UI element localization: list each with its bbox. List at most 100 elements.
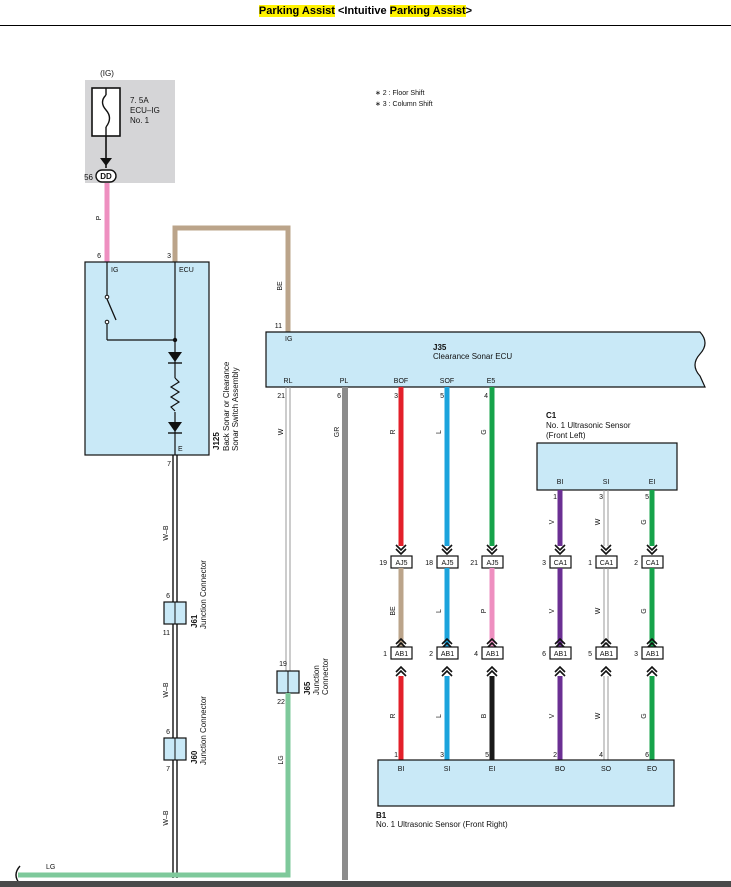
j35-term-bof: BOF <box>394 378 408 385</box>
b1-pin-eo: 6 <box>645 752 649 759</box>
aj5-code-1: AJ5 <box>395 560 407 567</box>
diode-icon-2 <box>168 422 182 432</box>
j65-pin-top: 19 <box>279 661 287 668</box>
wire-w-b <box>172 455 178 878</box>
fuse-number: No. 1 <box>130 116 150 125</box>
wire-g-low-label: G <box>641 713 648 718</box>
c1-name: No. 1 Ultrasonic Sensor <box>546 421 631 430</box>
wire-w-low-label: W <box>595 712 602 719</box>
j35-term-sof: SOF <box>440 378 454 385</box>
wire-l-mid-label: L <box>436 609 443 613</box>
j35-pin-rl: 21 <box>277 393 285 400</box>
wire-r-low-label: R <box>390 713 397 718</box>
wire-w-low <box>603 676 609 760</box>
j35-code: J35 <box>433 343 447 352</box>
j35-term-pl: PL <box>340 378 349 385</box>
resistor-icon <box>169 377 181 412</box>
ab1-pin-4: 6 <box>542 651 546 658</box>
wire-lg-label-h: LG <box>46 864 55 871</box>
b1-term-bi: BI <box>398 766 405 773</box>
j61-junction-connector: 6 11 J61 Junction Connector <box>163 560 208 637</box>
ab1-code-5: AB1 <box>600 651 613 658</box>
j35-term-rl: RL <box>284 378 293 385</box>
ca1-connector-3: CA1 2 <box>634 555 664 569</box>
ca1-code-1: CA1 <box>554 560 568 567</box>
switch-lever-icon <box>106 298 117 321</box>
ab1-code-4: AB1 <box>554 651 567 658</box>
wire-v-low-label: V <box>549 713 556 718</box>
j61-pin-top: 6 <box>166 593 170 600</box>
fuse-ecu-ig: (IG) 7. 5A ECU–IG No. 1 DD 56 <box>84 69 175 183</box>
b1-pin-so: 4 <box>599 752 603 759</box>
ab1-connector-2: AB1 2 <box>429 646 459 660</box>
c1-box <box>536 442 678 491</box>
b1-pin-bo: 2 <box>553 752 557 759</box>
b1-code: B1 <box>376 811 387 820</box>
j35-box <box>265 331 706 388</box>
j60-code: J60 <box>190 750 199 764</box>
wire-p-mid-label: P <box>481 608 488 613</box>
j125-desc-line1: Back Sonar or Clearance <box>222 361 231 451</box>
j35-name: Clearance Sonar ECU <box>433 352 512 361</box>
b1-pin-si: 3 <box>440 752 444 759</box>
ca1-code-2: CA1 <box>600 560 614 567</box>
j35-pin-e5: 4 <box>484 393 488 400</box>
footer-bar <box>0 881 731 887</box>
wire-v-c1-mid-label: V <box>549 608 556 613</box>
b1-name: No. 1 Ultrasonic Sensor (Front Right) <box>376 820 508 829</box>
wire-lg-label-v: LG <box>278 755 285 764</box>
b1-ultrasonic-sensor-front-right: 1 3 5 2 4 6 BI SI EI BO SO EO B1 No. 1 U… <box>376 752 675 829</box>
b1-box <box>377 759 675 807</box>
wire-gr-label: GR <box>334 427 341 438</box>
j35-pin-pl: 6 <box>337 393 341 400</box>
wire-w-b-label-2: W–B <box>163 682 170 698</box>
wire-l-low-label: L <box>436 714 443 718</box>
b1-term-si: SI <box>444 766 451 773</box>
wire-w-c1-mid <box>603 568 609 648</box>
wire-r-label: R <box>390 429 397 434</box>
aj5-connector-2: AJ5 18 <box>425 555 459 569</box>
j35-term-e5: E5 <box>487 378 496 385</box>
j125-code: J125 <box>212 432 221 450</box>
ab1-code-3: AB1 <box>486 651 499 658</box>
j125-label-ecu: ECU <box>179 267 194 274</box>
b1-term-bo: BO <box>555 766 566 773</box>
aj5-pin-1: 19 <box>379 560 387 567</box>
c1-term-si: SI <box>603 479 610 486</box>
j60-pin-top: 6 <box>166 729 170 736</box>
wire-w-c1 <box>603 490 609 546</box>
ab1-code-2: AB1 <box>441 651 454 658</box>
j35-pin-ig: 11 <box>275 323 282 330</box>
j35-pin-bof: 3 <box>394 393 398 400</box>
note-floor-shift: ∗ 2 : Floor Shift <box>375 90 424 97</box>
ca1-pin-1: 3 <box>542 560 546 567</box>
aj5-code-3: AJ5 <box>486 560 498 567</box>
wire-be-label: BE <box>277 281 284 291</box>
ab1-connector-5: AB1 5 <box>588 646 618 660</box>
wire-g-c1-mid-label: G <box>641 608 648 613</box>
wire-w-label: W <box>278 428 285 435</box>
j35-label-ig: IG <box>285 336 292 343</box>
c1-ultrasonic-sensor-front-left: C1 No. 1 Ultrasonic Sensor (Front Left) … <box>536 411 678 501</box>
ab1-pin-1: 1 <box>383 651 387 658</box>
wire-w-b-label-3: W–B <box>163 810 170 826</box>
aj5-pin-2: 18 <box>425 560 433 567</box>
wire-v-c1-label: V <box>549 519 556 524</box>
j125-pin-ecu: 3 <box>167 253 171 260</box>
b1-term-eo: EO <box>647 766 658 773</box>
c1-pin-ei: 5 <box>645 494 649 501</box>
j35-clearance-sonar-ecu: 11 IG J35 Clearance Sonar ECU RL PL BOF … <box>265 323 706 400</box>
wire-w-c1-label: W <box>595 518 602 525</box>
wire-g-c1-label: G <box>641 519 648 524</box>
j60-name: Junction Connector <box>199 696 208 765</box>
ca1-pin-2: 1 <box>588 560 592 567</box>
ab1-pin-2: 2 <box>429 651 433 658</box>
note-column-shift: ∗ 3 : Column Shift <box>375 101 433 108</box>
j61-name: Junction Connector <box>199 560 208 629</box>
fuse-name: ECU–IG <box>130 106 160 115</box>
j65-name-1: Junction <box>312 665 321 695</box>
wire-p-label: P <box>96 215 103 220</box>
aj5-connector-1: AJ5 19 <box>379 555 413 569</box>
j65-junction-connector: 19 22 J65 Junction Connector <box>276 658 330 706</box>
aj5-code-2: AJ5 <box>441 560 453 567</box>
